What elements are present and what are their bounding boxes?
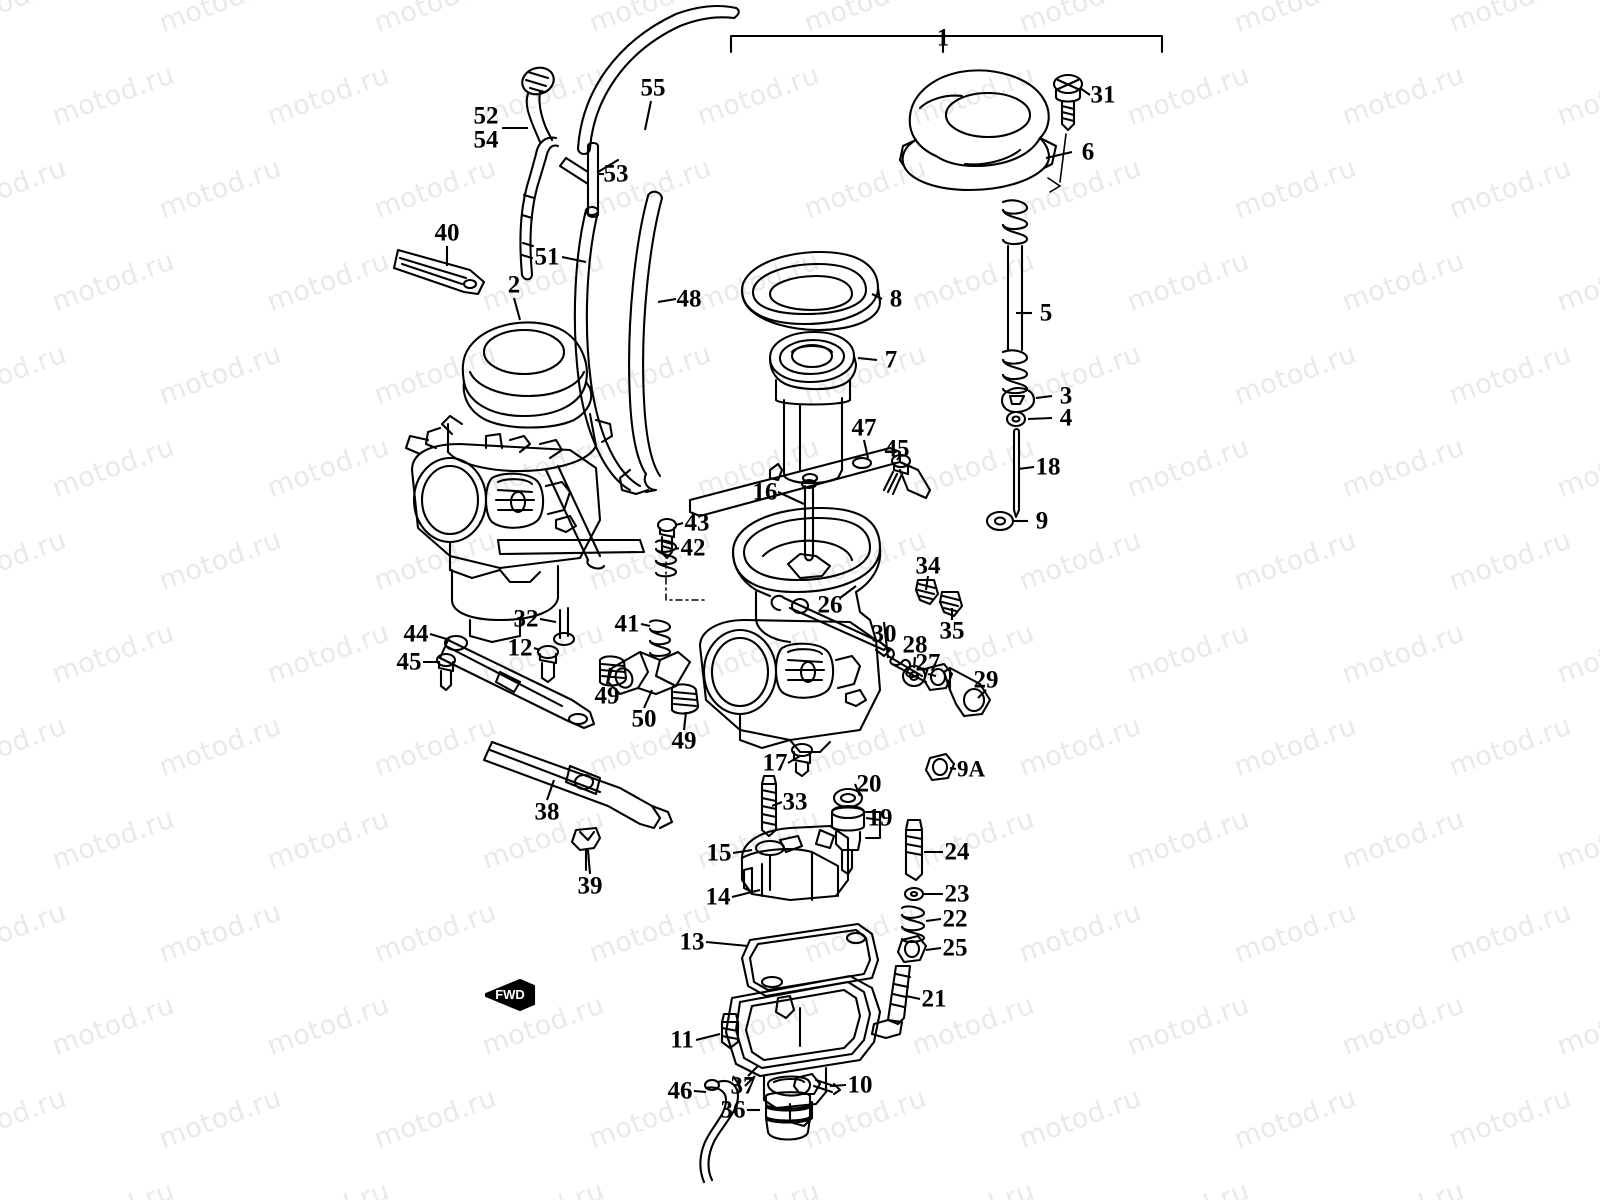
spring-5 xyxy=(1001,199,1029,395)
screw-43 xyxy=(656,517,678,560)
hose-46 xyxy=(699,1078,740,1184)
spring-41 xyxy=(648,619,672,657)
bolt-11 xyxy=(720,1012,740,1050)
t-fitting-50 xyxy=(606,650,692,696)
washer-23 xyxy=(903,886,925,902)
screw-10 xyxy=(792,1072,842,1096)
group-bracket-1 xyxy=(729,34,1164,54)
washer-9 xyxy=(985,510,1015,532)
screw-12 xyxy=(536,644,560,684)
screw-32 xyxy=(552,606,576,647)
screw-33 xyxy=(760,774,778,838)
y-connector-53 xyxy=(558,141,620,219)
screw-34 xyxy=(914,578,940,606)
oring-20 xyxy=(832,787,864,809)
screw-45-lower xyxy=(435,652,457,692)
fwd-direction-marker: FWD xyxy=(484,978,536,1012)
gasket-13 xyxy=(740,922,880,998)
hose-52-54 xyxy=(519,66,560,281)
carburetor-body-center xyxy=(698,506,882,754)
adjuster-29 xyxy=(942,666,992,718)
top-cover-6 xyxy=(898,69,1058,192)
bracket-47 xyxy=(688,446,932,518)
clamp-49-upper xyxy=(598,655,628,687)
spring-42 xyxy=(654,539,678,578)
oring-4 xyxy=(1005,410,1027,428)
screw-31 xyxy=(1052,73,1084,132)
carburetor-assembly-2 xyxy=(404,321,646,644)
needle-18 xyxy=(1012,427,1021,519)
jet-needle-16 xyxy=(800,478,818,562)
screw-35 xyxy=(938,590,964,618)
diaphragm-8 xyxy=(740,250,882,332)
needle-valve-19 xyxy=(830,804,882,876)
nut-25 xyxy=(896,934,928,964)
bracket-38 xyxy=(482,740,674,830)
hose-51 xyxy=(573,205,642,492)
drain-plug-37 xyxy=(766,1075,812,1097)
spring-30 xyxy=(882,646,928,684)
pilot-screw-17 xyxy=(790,742,814,778)
nut-9A xyxy=(924,752,956,782)
clamp-49-lower xyxy=(670,683,700,715)
float-bowl xyxy=(724,974,882,1128)
svg-text:FWD: FWD xyxy=(495,987,525,1002)
bolt-21 xyxy=(870,964,912,1040)
clip-39 xyxy=(570,826,602,872)
piston-7 xyxy=(768,330,858,406)
hose-48 xyxy=(618,190,664,496)
float-14-15 xyxy=(740,824,850,902)
washer-3 xyxy=(1000,386,1036,414)
cap-36 xyxy=(764,1091,812,1141)
bracket-44 xyxy=(438,634,596,730)
jet-24 xyxy=(904,818,924,882)
screw-45-upper xyxy=(882,453,912,496)
plate-40 xyxy=(392,248,486,296)
hose-55 xyxy=(576,4,740,156)
